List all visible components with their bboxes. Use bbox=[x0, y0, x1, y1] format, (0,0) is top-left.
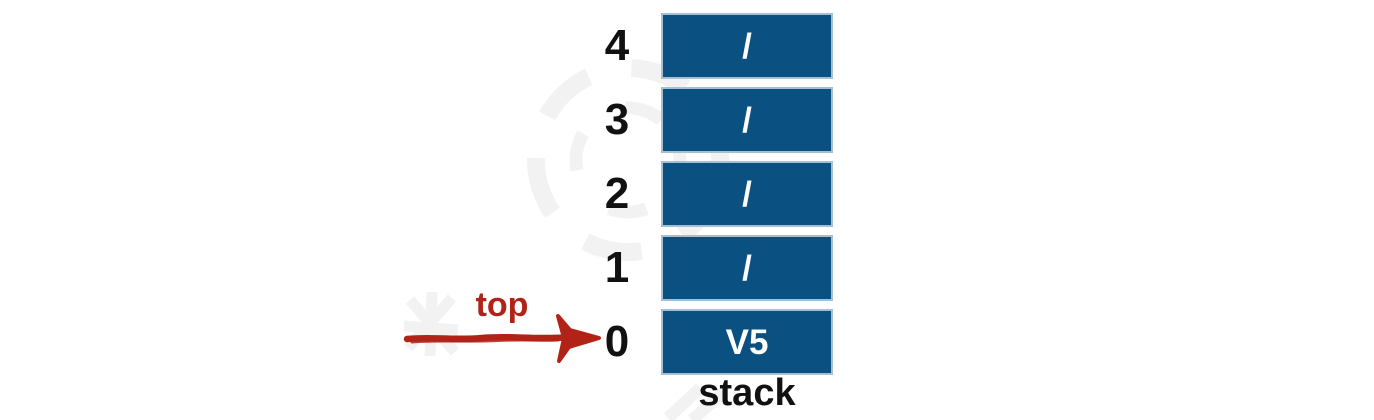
cell-value-1: / bbox=[742, 248, 752, 288]
stack-caption: stack bbox=[698, 372, 796, 414]
top-pointer-label: top bbox=[475, 286, 529, 324]
stack-row-0: 0 V5 bbox=[585, 309, 833, 375]
stack-cell-0: V5 bbox=[661, 309, 833, 375]
index-label-2: 2 bbox=[604, 169, 630, 218]
stack-cell-1: / bbox=[661, 235, 833, 301]
stack-row-3: 3 / bbox=[585, 87, 833, 153]
cell-value-3: / bbox=[742, 100, 752, 140]
stack-cell-4: / bbox=[661, 13, 833, 79]
stack-cell-2: / bbox=[661, 161, 833, 227]
index-label-0: 0 bbox=[604, 317, 630, 366]
stack-row-2: 2 / bbox=[585, 161, 833, 227]
cell-value-0: V5 bbox=[725, 322, 769, 362]
cell-value-4: / bbox=[742, 26, 752, 66]
stack-row-4: 4 / bbox=[585, 13, 833, 79]
index-label-3: 3 bbox=[604, 95, 630, 144]
index-label-4: 4 bbox=[604, 21, 630, 70]
stack-cell-3: / bbox=[661, 87, 833, 153]
stack-row-1: 1 / bbox=[585, 235, 833, 301]
stack-rows: 4 / 3 / 2 / 1 / 0 V5 bbox=[585, 13, 833, 375]
index-label-1: 1 bbox=[604, 243, 630, 292]
cell-value-2: / bbox=[742, 174, 752, 214]
hand-drawn-right-arrow-icon bbox=[403, 314, 601, 363]
